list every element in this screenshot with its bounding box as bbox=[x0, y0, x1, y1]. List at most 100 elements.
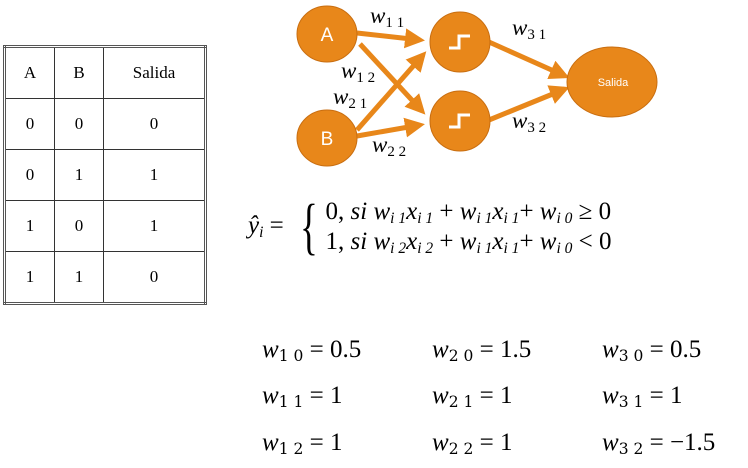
node-b bbox=[296, 109, 358, 167]
weight-label-w21: w2 1 bbox=[333, 84, 367, 112]
weight-value: w2 2 = 1 bbox=[432, 427, 512, 458]
weight-base: w bbox=[602, 429, 619, 456]
formula-term: ≥ 0 bbox=[572, 198, 611, 225]
weight-sub: 2 2 bbox=[448, 439, 474, 458]
term-text: + bbox=[433, 198, 460, 225]
weight-value: w3 1 = 1 bbox=[602, 380, 682, 411]
term-text: x bbox=[492, 198, 504, 225]
weight-number: = 1 bbox=[473, 382, 513, 409]
weight-value: w3 0 = 0.5 bbox=[602, 334, 701, 365]
cell: 0 bbox=[54, 200, 104, 252]
weight-sub: 2 1 bbox=[348, 96, 367, 112]
term-text: + bbox=[519, 228, 540, 255]
subscript: i 1 bbox=[417, 209, 434, 227]
cell: 0 bbox=[103, 98, 206, 150]
term-text: w bbox=[539, 198, 557, 225]
weight-base: w bbox=[262, 382, 279, 409]
weight-label-w12: w1 2 bbox=[341, 58, 375, 86]
weight-sub: 1 1 bbox=[278, 392, 304, 411]
formula-term: + bbox=[433, 228, 460, 255]
weight-sub: 2 0 bbox=[448, 346, 474, 365]
table-header-row: A B Salida bbox=[4, 46, 206, 99]
subscript: i 1 bbox=[503, 209, 520, 227]
weight-sub: 1 1 bbox=[385, 15, 404, 31]
weight-sub: 3 1 bbox=[618, 392, 644, 411]
term-text: x bbox=[406, 228, 418, 255]
formula-term: + bbox=[519, 198, 539, 225]
edge-h1-out bbox=[487, 39, 570, 80]
formula-term: wi 0 bbox=[539, 228, 573, 257]
formula-term: xi 1 bbox=[492, 198, 520, 227]
weight-sub: 3 0 bbox=[618, 346, 644, 365]
cell: 1 bbox=[4, 200, 55, 252]
cell: 0 bbox=[103, 251, 206, 304]
formula-term: < 0 bbox=[572, 228, 612, 255]
weight-base: w bbox=[512, 108, 528, 133]
formula-term: + bbox=[519, 228, 539, 255]
cell: 0 bbox=[4, 98, 55, 150]
term-text: w bbox=[459, 228, 477, 255]
term-text: w bbox=[539, 228, 557, 255]
formula-term: si bbox=[351, 228, 374, 255]
subscript: i 1 bbox=[476, 239, 493, 257]
formula-lhs: ŷi = bbox=[248, 212, 284, 242]
subscript: i 2 bbox=[417, 239, 434, 257]
subscript: i 0 bbox=[556, 209, 573, 227]
cell: 1 bbox=[103, 149, 206, 201]
weight-sub: 3 2 bbox=[527, 120, 546, 136]
weight-base: w bbox=[370, 3, 386, 28]
weight-value: w1 0 = 0.5 bbox=[262, 334, 361, 365]
brace: { bbox=[299, 193, 318, 261]
edge-h2-out bbox=[488, 85, 570, 123]
subscript: i 2 bbox=[390, 239, 407, 257]
formula-term: 0, bbox=[326, 198, 351, 225]
weight-sub: 1 2 bbox=[356, 70, 375, 86]
formula-term: xi 1 bbox=[406, 198, 434, 227]
weight-value: w1 1 = 1 bbox=[262, 380, 342, 411]
edge-a-h1 bbox=[356, 28, 425, 49]
term-text: 1, bbox=[325, 228, 351, 255]
weight-number: = 1 bbox=[473, 429, 513, 456]
formula-term: wi 1 bbox=[373, 198, 407, 227]
subscript: i 1 bbox=[503, 239, 520, 257]
weight-sub: 2 1 bbox=[448, 392, 474, 411]
weight-number: = 1 bbox=[303, 382, 343, 409]
weight-base: w bbox=[432, 382, 449, 409]
formula-case-line: 0, si wi 1xi 1 + wi 1xi 1+ wi 0 ≥ 0 bbox=[326, 197, 612, 227]
formula-case-line: 1, si wi 2xi 2 + wi 1xi 1+ wi 0 < 0 bbox=[326, 227, 612, 257]
edge-b-h2 bbox=[356, 117, 425, 139]
formula-term: wi 1 bbox=[459, 198, 493, 227]
neural-network-diagram: A B Salida w1 1 w1 2 w2 1 w2 2 w3 1 w3 2 bbox=[296, 3, 658, 167]
subscript: i 0 bbox=[556, 239, 573, 257]
edge-b-h1 bbox=[355, 51, 427, 132]
node-a bbox=[296, 5, 358, 63]
step-function-icon bbox=[449, 34, 470, 50]
term-text: + bbox=[519, 198, 540, 225]
term-text: x bbox=[492, 228, 504, 255]
subscript: i 1 bbox=[390, 209, 407, 227]
subscript: i 1 bbox=[476, 209, 493, 227]
term-text: x bbox=[406, 198, 418, 225]
term-text: w bbox=[373, 198, 391, 225]
formula-term: xi 1 bbox=[492, 228, 520, 257]
weight-sub: 3 1 bbox=[527, 27, 546, 43]
term-text: w bbox=[459, 198, 477, 225]
node-a-label: A bbox=[321, 25, 334, 46]
subscript: i bbox=[259, 223, 264, 241]
cell: 1 bbox=[103, 200, 206, 252]
formula-term: 1, bbox=[326, 228, 351, 255]
weight-base: w bbox=[333, 84, 349, 109]
weight-label-w31: w3 1 bbox=[512, 15, 546, 43]
term-text: si bbox=[350, 198, 374, 225]
equals-sign: = bbox=[269, 212, 284, 240]
node-output bbox=[566, 46, 658, 118]
formula-term: wi 2 bbox=[373, 228, 407, 257]
weight-base: w bbox=[372, 132, 388, 157]
weight-number: = 1 bbox=[643, 382, 683, 409]
cell: 1 bbox=[4, 251, 55, 304]
